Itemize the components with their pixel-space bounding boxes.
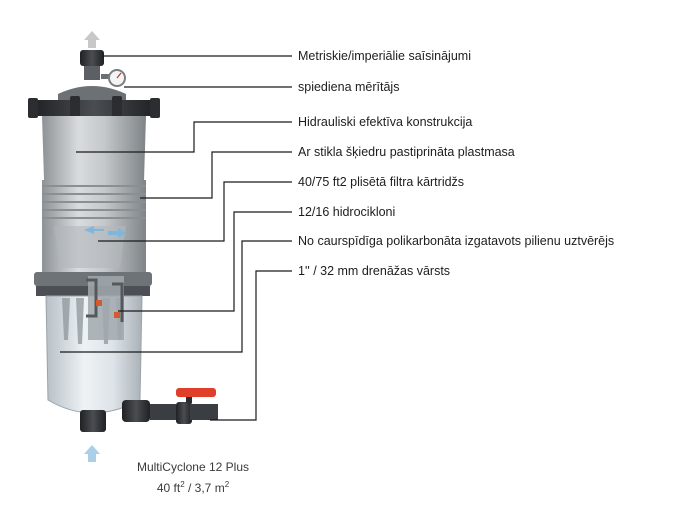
label-pleated-cartridge: 40/75 ft2 plisētā filtra kārtridžs [298, 175, 465, 189]
label-pressure-gauge: spiediena mērītājs [298, 80, 400, 94]
top-fitting [80, 50, 104, 66]
leader-line [210, 270, 292, 421]
leader-line [140, 151, 292, 199]
drain-valve-icon [122, 388, 218, 424]
pressure-gauge-icon [101, 69, 126, 87]
leader-line [98, 181, 292, 242]
leader-line [118, 211, 292, 312]
leader-line [76, 121, 292, 153]
label-drain-valve: 1'' / 32 mm drenāžas vārsts [298, 264, 451, 278]
outlet-arrow-icon [84, 31, 100, 48]
caption-area: 40 ft2 / 3,7 m2 [156, 480, 230, 495]
label-hydraulic-design: Hidrauliski efektīva konstrukcija [298, 115, 473, 129]
label-drip-collector: No caurspīdīga polikarbonāta izgatavots … [298, 234, 615, 248]
product-caption: MultiCyclone 12 Plus 40 ft2 / 3,7 m2 [108, 458, 278, 497]
clamp-ring [32, 100, 156, 116]
inlet-arrow-icon [84, 445, 100, 462]
callout-leaders [60, 55, 292, 421]
label-fiberglass-plastic: Ar stikla šķiedru pastiprināta plastmasa [298, 145, 515, 159]
leader-line [60, 240, 292, 353]
ribbed-section [42, 180, 146, 222]
label-hydrocyclones: 12/16 hidrocikloni [298, 205, 396, 219]
caption-model: MultiCyclone 12 Plus [136, 460, 250, 474]
bottom-fitting [80, 410, 106, 432]
flow-arrow-icon [84, 226, 104, 234]
upper-body [42, 116, 146, 180]
label-metric-imperial: Metriskie/imperiālie saīsinājumi [298, 49, 471, 63]
